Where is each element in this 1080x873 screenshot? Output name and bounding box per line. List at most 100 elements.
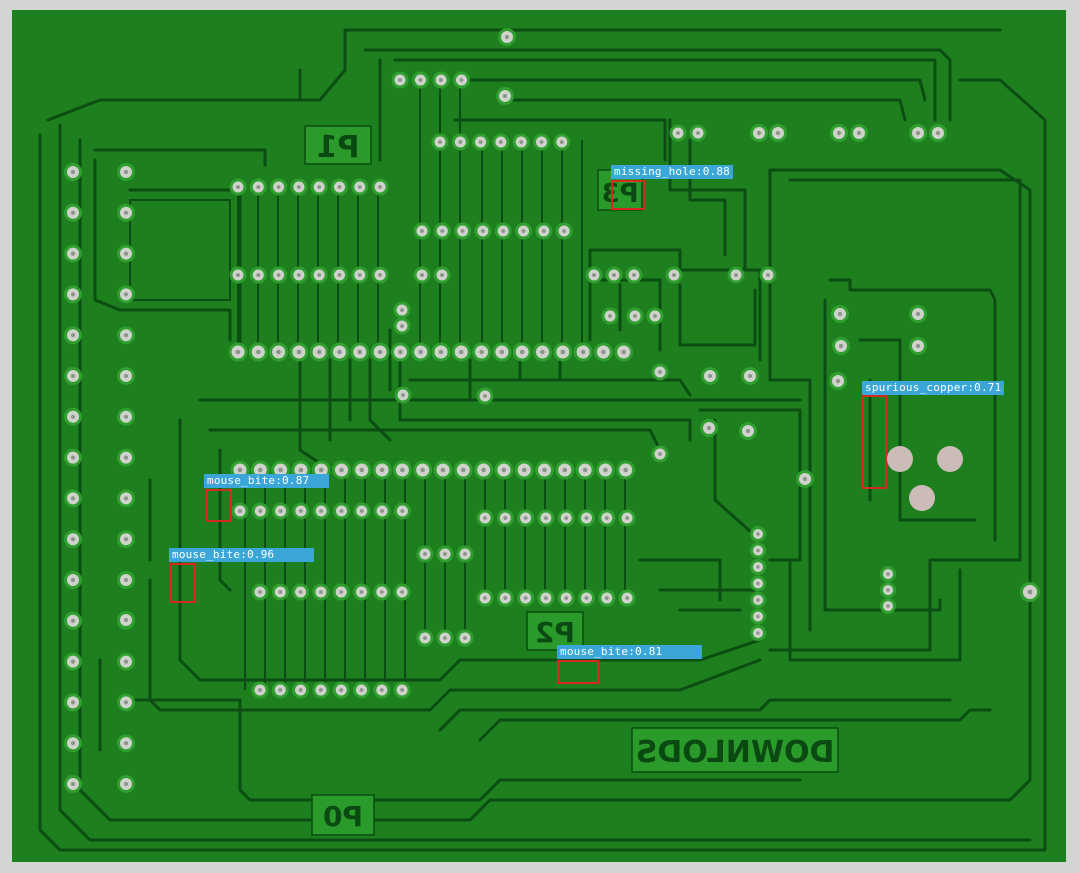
pad-hole <box>123 659 129 664</box>
through-hole-pads <box>64 28 1040 793</box>
pad-hole <box>592 273 596 277</box>
pad-hole <box>480 229 485 233</box>
pad-hole <box>276 185 281 189</box>
detection-box-mouse-bite-3 <box>557 660 599 684</box>
pad-hole <box>766 273 770 277</box>
pad-hole <box>501 467 507 473</box>
pad-hole <box>400 688 405 692</box>
pad-hole <box>278 590 283 594</box>
pad-hole <box>672 273 676 277</box>
pad-hole <box>440 229 445 233</box>
pad-hole <box>420 229 424 233</box>
pad-hole <box>540 349 545 355</box>
pad-hole <box>378 185 383 189</box>
pad-hole <box>278 467 283 473</box>
pad-hole <box>438 349 444 355</box>
pad-hole <box>317 273 322 277</box>
pad-hole <box>359 688 364 692</box>
pad-hole <box>318 467 324 473</box>
pad-hole <box>418 78 423 82</box>
pad-hole <box>401 393 405 397</box>
pad-hole <box>519 140 524 144</box>
pad-hole <box>439 78 443 82</box>
pad-hole <box>236 273 240 277</box>
pad-hole <box>543 516 548 520</box>
pad-hole <box>836 130 842 136</box>
pad-hole <box>543 596 548 600</box>
pad-hole <box>70 781 76 787</box>
pad-hole <box>123 414 129 419</box>
pad-hole <box>658 370 662 374</box>
pad-hole <box>707 373 713 379</box>
pad-hole <box>504 34 510 40</box>
pad-hole <box>458 140 463 144</box>
pad-hole <box>379 467 385 473</box>
pad-hole <box>562 229 567 233</box>
pad-hole <box>756 565 760 569</box>
pad-hole <box>123 251 129 256</box>
pad-hole <box>418 349 423 355</box>
pad-hole <box>70 537 76 542</box>
pad-hole <box>459 349 464 355</box>
pad-hole <box>584 516 589 520</box>
pad-hole <box>400 308 404 312</box>
pad-hole <box>70 169 76 175</box>
pad-hole <box>276 273 281 277</box>
pad-hole <box>70 292 76 297</box>
pad-hole <box>499 349 505 355</box>
pad-hole <box>236 185 240 189</box>
pad-hole <box>539 140 544 144</box>
silkscreen-brand: DOWNLODS <box>636 735 835 770</box>
pad-hole <box>123 741 129 746</box>
pad-hole <box>70 741 76 746</box>
pad-hole <box>479 349 484 355</box>
pad-hole <box>756 614 760 619</box>
pad-hole <box>123 373 129 379</box>
pad-hole <box>377 349 383 355</box>
pad-hole <box>398 78 402 82</box>
pad-hole <box>632 273 636 277</box>
pad-hole <box>856 130 862 136</box>
pad-hole <box>521 467 527 473</box>
pad-hole <box>123 496 129 501</box>
pad-hole <box>123 292 129 297</box>
pad-hole <box>915 311 921 317</box>
pad-hole <box>379 590 384 594</box>
pad-hole <box>523 596 528 600</box>
pad-hole <box>400 590 405 594</box>
pad-hole <box>502 93 508 99</box>
pad-hole <box>256 349 261 355</box>
silkscreen-p2: P2 <box>535 616 575 649</box>
pad-hole <box>935 130 941 136</box>
pad-hole <box>123 333 129 338</box>
pad-hole <box>443 552 447 556</box>
pad-hole <box>756 631 760 635</box>
pad-hole <box>400 509 405 513</box>
pad-hole <box>339 509 344 513</box>
silkscreen: P1 P3 P2 P0 DOWNLODS <box>304 125 839 836</box>
pad-hole <box>564 516 569 520</box>
pad-hole <box>756 581 760 586</box>
detection-label-missing-hole: missing_hole:0.88 <box>611 165 733 179</box>
pad-hole <box>258 688 262 692</box>
pad-hole <box>706 425 712 431</box>
detection-box-mouse-bite-1 <box>206 489 232 522</box>
pad-hole <box>258 467 263 473</box>
pad-hole <box>521 229 526 233</box>
pad-hole <box>70 333 76 338</box>
detection-box-mouse-bite-2 <box>170 563 196 603</box>
pad-hole <box>123 210 129 215</box>
pad-hole <box>70 251 76 256</box>
pad-hole <box>802 476 808 482</box>
pad-hole <box>443 636 447 640</box>
pad-hole <box>625 516 630 520</box>
pad-hole <box>734 273 738 277</box>
pad-hole <box>582 467 588 473</box>
pad-hole <box>541 229 546 233</box>
pad-hole <box>298 688 303 692</box>
pad-hole <box>296 273 301 277</box>
pad-hole <box>318 590 323 594</box>
pad-hole <box>339 467 344 473</box>
